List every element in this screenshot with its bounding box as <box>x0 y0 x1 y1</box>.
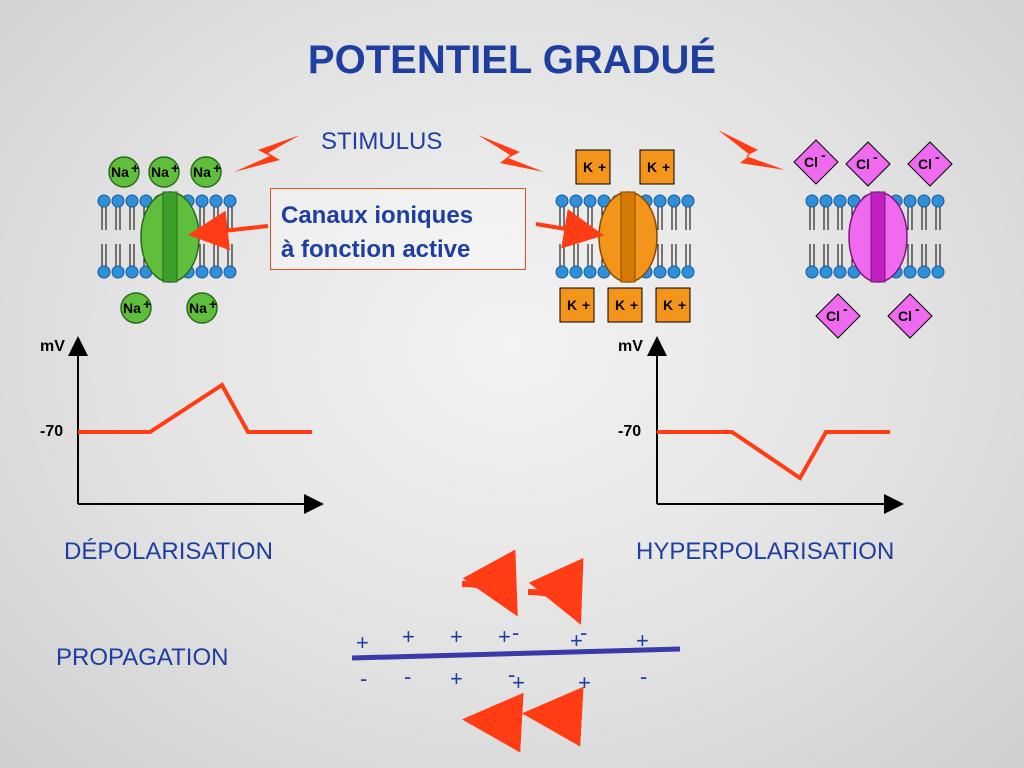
ylabel-right: mV <box>618 338 643 355</box>
na-ion-1: Na+ <box>108 156 140 188</box>
svg-text:+: + <box>582 297 590 313</box>
graph-hyperpolarisation <box>647 336 904 514</box>
cl-ion-3: Cl- <box>907 141 953 187</box>
top-sign-8: + <box>636 628 649 653</box>
k-ion-2: K+ <box>639 149 675 185</box>
k-ion-1: K+ <box>575 149 611 185</box>
tick-left: -70 <box>40 423 64 440</box>
cl-ion-5: Cl- <box>887 293 933 339</box>
lightning-icon-right <box>718 130 785 170</box>
box-line-1: Canaux ioniques <box>281 202 474 229</box>
top-sign-7: - <box>580 620 588 645</box>
bottom-sign-4: - <box>508 662 516 687</box>
membrane-k <box>555 191 695 283</box>
stimulus-label: STIMULUS <box>321 128 443 155</box>
top-sign-6: + <box>570 628 583 653</box>
svg-text:+: + <box>598 159 606 175</box>
na-ion-5: Na+ <box>186 292 218 324</box>
top-sign-4: + <box>498 624 511 649</box>
membrane-na <box>97 191 237 283</box>
curved-arrow-icon-top-2 <box>527 557 584 625</box>
svg-text:-: - <box>873 149 878 165</box>
ylabel-left: mV <box>40 338 65 355</box>
box-line-2: à fonction active <box>281 236 471 263</box>
page-title: POTENTIEL GRADUÉ <box>307 38 717 82</box>
k-ion-3: K+ <box>559 287 595 323</box>
arrow-to-na-channel <box>188 210 269 251</box>
bottom-sign-1: - <box>360 666 368 691</box>
top-sign-2: + <box>402 624 415 649</box>
svg-text:+: + <box>209 296 217 312</box>
svg-text:-: - <box>915 301 920 317</box>
svg-text:-: - <box>843 301 848 317</box>
na-ion-2: Na+ <box>148 156 180 188</box>
svg-text:+: + <box>143 296 151 312</box>
bottom-sign-6: + <box>578 670 591 695</box>
svg-text:Na: Na <box>189 300 207 316</box>
axon-line <box>351 646 681 661</box>
bottom-sign-3: + <box>450 666 463 691</box>
arrow-to-k-channel <box>535 209 604 249</box>
svg-text:K: K <box>615 297 625 313</box>
svg-text:Na: Na <box>111 164 129 180</box>
top-sign-5: - <box>512 620 520 645</box>
depolarisation-curve <box>78 382 312 434</box>
svg-text:+: + <box>678 297 686 313</box>
ion-channels-box: Canaux ioniques à fonction active <box>270 188 526 270</box>
cl-ion-1: Cl- <box>793 139 839 185</box>
svg-text:+: + <box>662 159 670 175</box>
hyperpolarisation-curve <box>657 430 890 481</box>
caption-hyperpolarisation: HYPERPOLARISATION <box>636 538 895 565</box>
svg-text:+: + <box>171 160 179 176</box>
svg-text:Cl: Cl <box>804 154 818 170</box>
svg-text:+: + <box>630 297 638 313</box>
lightning-icon-middle <box>478 135 544 172</box>
svg-text:+: + <box>131 160 139 176</box>
bottom-sign-2: - <box>404 664 412 689</box>
svg-text:Cl: Cl <box>826 308 840 324</box>
svg-text:Cl: Cl <box>856 156 870 172</box>
bottom-sign-5: + <box>512 670 525 695</box>
curved-arrow-icon-top-1 <box>461 549 518 617</box>
graph-depolarisation <box>68 336 324 514</box>
svg-text:K: K <box>583 159 593 175</box>
svg-text:Na: Na <box>151 164 169 180</box>
cl-ion-2: Cl- <box>845 141 891 187</box>
curved-arrow-icon-bottom-1 <box>462 692 524 753</box>
k-ion-4: K+ <box>607 287 643 323</box>
top-sign-1: + <box>356 630 369 655</box>
bottom-sign-7: - <box>640 664 648 689</box>
curved-arrow-icon-bottom-2 <box>522 686 584 747</box>
svg-text:K: K <box>663 297 673 313</box>
tick-right: -70 <box>618 423 642 440</box>
membrane-cl <box>805 191 945 283</box>
svg-text:K: K <box>567 297 577 313</box>
svg-text:Na: Na <box>123 300 141 316</box>
svg-text:Cl: Cl <box>918 156 932 172</box>
na-ion-4: Na+ <box>120 292 152 324</box>
lightning-icon-left <box>234 135 300 172</box>
svg-text:+: + <box>213 160 221 176</box>
cl-ion-4: Cl- <box>815 293 861 339</box>
propagation-label: PROPAGATION <box>56 644 229 671</box>
top-sign-3: + <box>450 624 463 649</box>
svg-text:-: - <box>935 149 940 165</box>
svg-text:Cl: Cl <box>898 308 912 324</box>
svg-text:K: K <box>647 159 657 175</box>
caption-depolarisation: DÉPOLARISATION <box>64 538 273 565</box>
svg-text:Na: Na <box>193 164 211 180</box>
na-ion-3: Na+ <box>190 156 222 188</box>
svg-text:-: - <box>821 147 826 163</box>
k-ion-5: K+ <box>655 287 691 323</box>
